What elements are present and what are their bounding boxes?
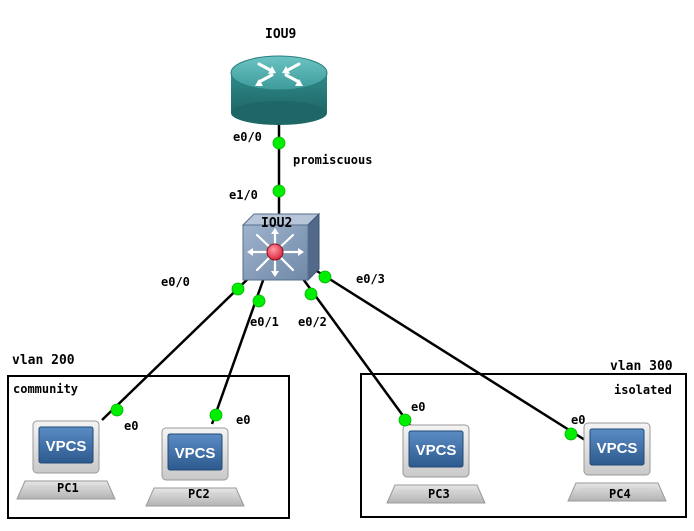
pc4-icon[interactable]: VPCS <box>567 422 667 502</box>
port-dot-iou2-e0-2 <box>304 287 318 301</box>
port-label-iou2-e0-0: e0/0 <box>161 275 190 289</box>
pc2-brand: VPCS <box>175 445 216 462</box>
pc4-brand: VPCS <box>597 440 638 457</box>
switch-name: IOU2 <box>261 216 292 231</box>
pc2-icon[interactable]: VPCS <box>145 427 245 507</box>
pc4-name: PC4 <box>609 487 631 501</box>
group-right-vlan-label: vlan 300 <box>610 359 673 374</box>
port-label-iou2-e0-2: e0/2 <box>298 315 327 329</box>
port-dot-pc1-e0 <box>110 403 124 417</box>
link-switch-pc3[interactable] <box>296 271 414 429</box>
port-label-pc2-e0: e0 <box>236 413 250 427</box>
port-dot-iou2-e0-1 <box>252 294 266 308</box>
port-dot-pc4-e0 <box>564 427 578 441</box>
port-label-pc1-e0: e0 <box>124 419 138 433</box>
port-dot-iou9-e0-0 <box>272 136 286 150</box>
port-dot-iou2-e1-0 <box>272 184 286 198</box>
multilayer-switch-icon[interactable] <box>241 212 321 282</box>
port-label-iou2-e1-0: e1/0 <box>229 188 258 202</box>
port-label-pc3-e0: e0 <box>411 400 425 414</box>
port-dot-pc3-e0 <box>398 413 412 427</box>
pc1-icon[interactable]: VPCS <box>16 420 116 500</box>
router-name: IOU9 <box>265 27 296 42</box>
group-box-right <box>360 373 687 518</box>
pc2-name: PC2 <box>188 487 210 501</box>
pc3-icon[interactable]: VPCS <box>386 424 486 504</box>
port-dot-iou2-e0-3 <box>318 270 332 284</box>
port-label-iou9-e0-0: e0/0 <box>233 130 262 144</box>
pc3-brand: VPCS <box>416 442 457 459</box>
link-switch-pc4[interactable] <box>311 266 586 442</box>
port-label-pc4-e0: e0 <box>571 413 585 427</box>
pc1-brand: VPCS <box>46 438 87 455</box>
router-icon[interactable] <box>230 55 328 125</box>
group-right-type-label: isolated <box>614 383 672 397</box>
port-dot-pc2-e0 <box>209 408 223 422</box>
group-left-type-label: community <box>13 382 78 396</box>
port-label-iou2-e0-3: e0/3 <box>356 272 385 286</box>
port-dot-iou2-e0-0 <box>231 282 245 296</box>
link-switch-pc1[interactable] <box>101 271 256 421</box>
pc3-name: PC3 <box>428 487 450 501</box>
pc1-name: PC1 <box>57 481 79 495</box>
link-note-promiscuous: promiscuous <box>293 153 372 167</box>
group-left-vlan-label: vlan 200 <box>12 353 75 368</box>
port-label-iou2-e0-1: e0/1 <box>250 315 279 329</box>
